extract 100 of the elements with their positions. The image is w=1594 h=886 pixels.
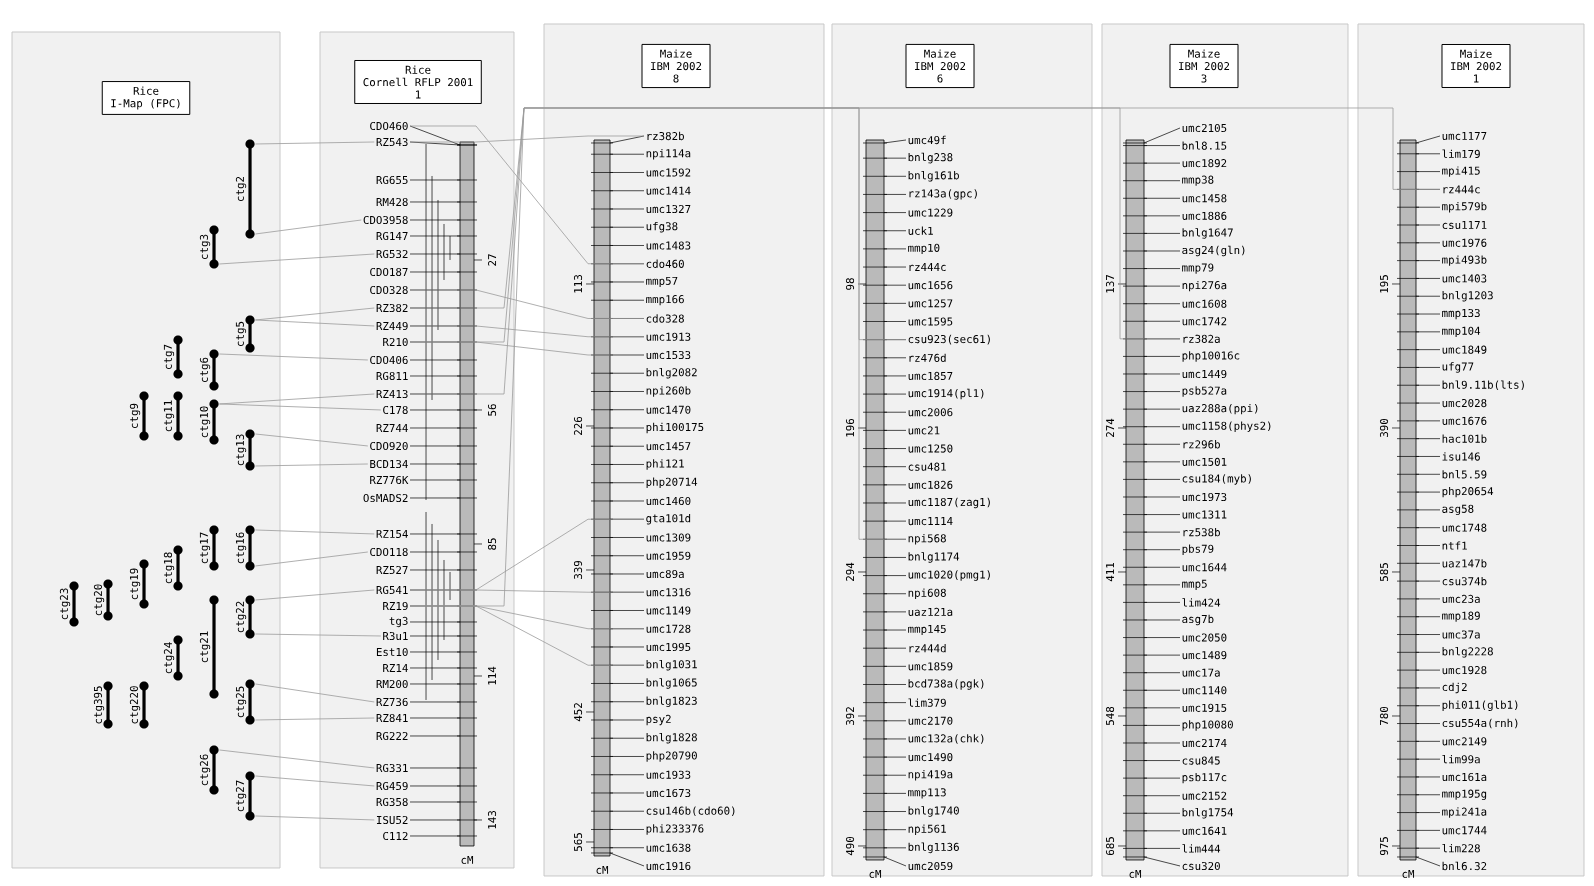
leader-line: [1143, 303, 1181, 305]
link-line: [255, 141, 375, 145]
leader-line: [609, 756, 645, 757]
link-line: [409, 289, 645, 319]
link-line: [409, 107, 1441, 395]
leader-line: [609, 573, 645, 575]
leader-line: [1143, 812, 1181, 814]
leader-line: [1143, 637, 1181, 638]
map-panel: [11, 31, 281, 869]
leader-line: [883, 647, 907, 649]
leader-line: [1143, 233, 1181, 234]
leader-line: [609, 391, 645, 392]
leader-line: [409, 819, 461, 821]
leader-line: [883, 557, 907, 558]
leader-line: [883, 393, 907, 395]
link-line: [255, 589, 375, 601]
leader-line: [883, 611, 907, 613]
leader-line: [409, 375, 461, 377]
leader-line: [1415, 776, 1441, 778]
leader-line: [883, 575, 907, 576]
leader-line: [1415, 545, 1441, 546]
leader-line: [1415, 224, 1441, 226]
leader-line: [1143, 356, 1181, 357]
leader-line: [409, 701, 461, 703]
leader-line: [883, 738, 907, 740]
leader-line: [1143, 250, 1181, 252]
leader-line: [1143, 408, 1181, 410]
leader-line: [609, 153, 645, 155]
leader-line: [1415, 830, 1441, 831]
link-line: [409, 107, 1181, 340]
leader-line: [409, 801, 461, 803]
leader-line: [883, 856, 907, 867]
leader-line: [1143, 127, 1181, 144]
leader-line: [883, 484, 907, 486]
leader-line: [1415, 847, 1441, 849]
chromosome-bar: [862, 139, 888, 861]
leader-line: [409, 551, 461, 553]
leader-line: [1415, 242, 1441, 244]
leader-line: [1415, 402, 1441, 404]
link-line: [409, 589, 645, 593]
leader-line: [609, 464, 645, 465]
leader-line: [883, 756, 907, 758]
link-line: [255, 775, 375, 787]
leader-line: [1143, 742, 1181, 744]
leader-line: [409, 835, 461, 837]
leader-line: [1415, 723, 1441, 724]
leader-line: [1143, 856, 1181, 867]
leader-line: [609, 810, 645, 812]
link-line: [255, 219, 362, 235]
leader-line: [1415, 473, 1441, 475]
link-line: [255, 815, 375, 821]
leader-line: [883, 448, 907, 449]
link-line: [255, 551, 369, 567]
leader-line: [1415, 367, 1441, 368]
leader-line: [1415, 634, 1441, 635]
leader-line: [883, 157, 907, 159]
leader-line: [1143, 707, 1181, 709]
leader-line: [409, 427, 461, 429]
leader-line: [1415, 669, 1441, 671]
leader-line: [883, 466, 907, 468]
leader-line: [609, 829, 645, 830]
leader-line: [409, 497, 461, 499]
leader-line: [609, 245, 645, 246]
leader-line: [609, 792, 645, 794]
leader-line: [1143, 145, 1181, 146]
leader-line: [409, 235, 461, 237]
leader-line: [1415, 794, 1441, 796]
chromosome-bar: [1122, 139, 1148, 861]
link-line: [409, 325, 645, 338]
leader-line: [409, 651, 461, 653]
leader-line: [409, 735, 461, 737]
leader-line: [409, 201, 461, 203]
leader-line: [409, 219, 461, 221]
leader-line: [609, 737, 645, 739]
leader-line: [409, 767, 461, 769]
leader-line: [1143, 461, 1181, 463]
leader-line: [1143, 549, 1181, 551]
leader-line: [409, 253, 461, 255]
leader-line: [609, 774, 645, 776]
leader-line: [609, 683, 645, 684]
link-line: [219, 253, 375, 265]
leader-line: [883, 684, 907, 685]
leader-line: [1143, 795, 1181, 797]
leader-line: [609, 208, 645, 210]
leader-line: [609, 172, 645, 173]
leader-line: [1415, 278, 1441, 279]
leader-line: [1415, 331, 1441, 333]
leader-line: [883, 702, 907, 703]
leader-line: [1143, 373, 1181, 375]
leader-line: [1415, 856, 1441, 867]
leader-line: [883, 829, 907, 831]
leader-line: [1415, 758, 1441, 760]
link-line: [219, 353, 369, 361]
leader-line: [1143, 760, 1181, 761]
leader-line: [609, 190, 645, 192]
link-line: [409, 135, 645, 143]
leader-line: [883, 847, 907, 849]
leader-line: [1415, 687, 1441, 689]
leader-line: [883, 520, 907, 522]
leader-line: [883, 793, 907, 794]
